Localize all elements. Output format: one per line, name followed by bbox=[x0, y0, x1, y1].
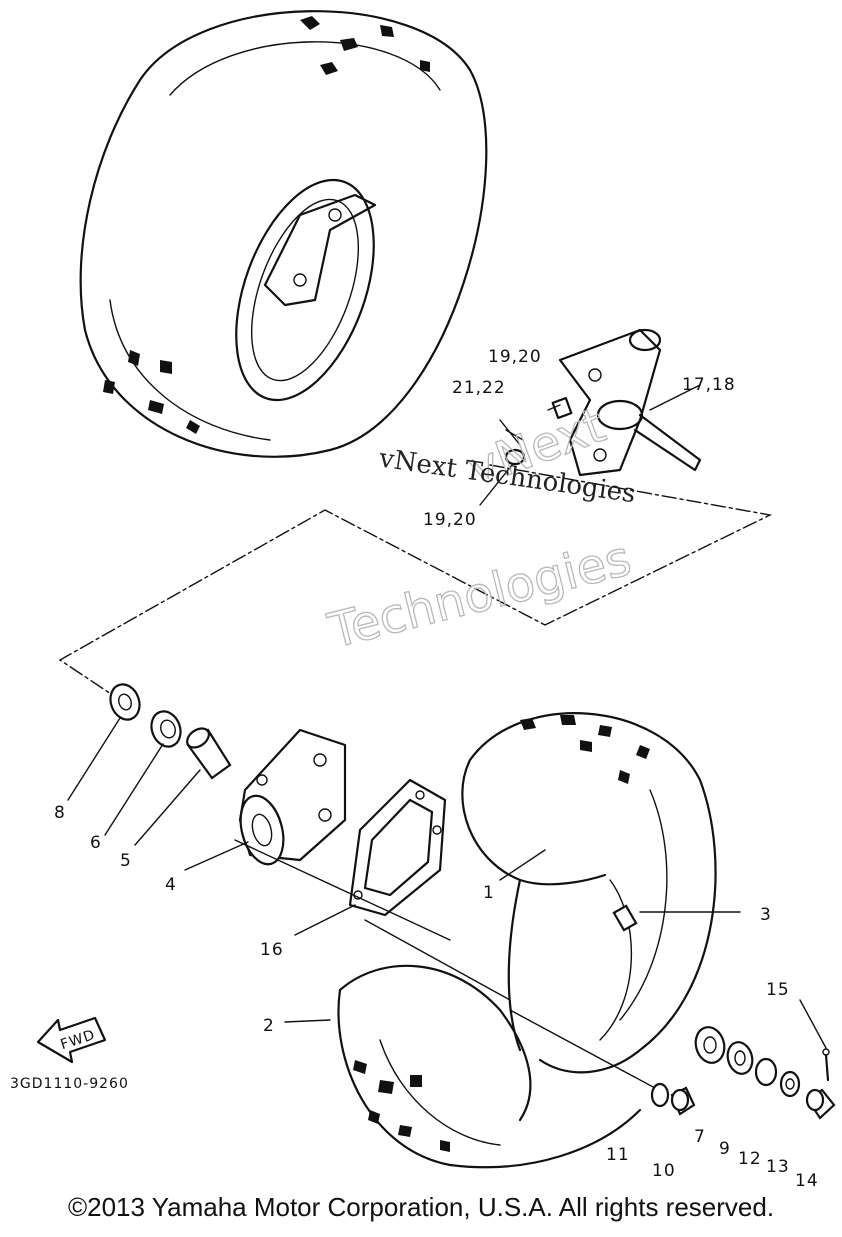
callout-11: 11 bbox=[606, 1145, 630, 1165]
callout-labels: 1 2 3 4 5 6 7 8 9 10 11 12 13 14 15 16 1… bbox=[54, 347, 819, 1191]
washer-11 bbox=[650, 1082, 670, 1108]
bearing-7 bbox=[694, 1026, 726, 1064]
assembly-axis-lines bbox=[234, 839, 669, 1096]
callout-19-20-top: 19,20 bbox=[488, 347, 542, 367]
callout-10: 10 bbox=[652, 1161, 676, 1181]
callout-19-20-bottom: 19,20 bbox=[423, 510, 477, 530]
callout-14: 14 bbox=[795, 1171, 819, 1191]
callout-13: 13 bbox=[766, 1157, 790, 1177]
watermark-word-technologies: Technologies bbox=[323, 530, 637, 659]
part-code: 3GD1110-9260 bbox=[10, 1076, 129, 1092]
wheel-half-2 bbox=[337, 964, 642, 1169]
callout-9: 9 bbox=[719, 1139, 731, 1159]
callout-5: 5 bbox=[120, 851, 132, 871]
callout-21-22: 21,22 bbox=[452, 378, 506, 398]
callout-8: 8 bbox=[54, 803, 66, 823]
callout-2: 2 bbox=[263, 1016, 275, 1036]
oil-seal-6 bbox=[150, 710, 182, 748]
watermark: vNext Technologies vNext Technologies bbox=[322, 397, 637, 661]
callout-16: 16 bbox=[260, 940, 284, 960]
bearing-8 bbox=[109, 683, 141, 721]
washer-13 bbox=[779, 1070, 801, 1098]
leader-lines bbox=[67, 384, 827, 1049]
callout-17-18: 17,18 bbox=[682, 375, 736, 395]
callout-1: 1 bbox=[483, 883, 495, 903]
axle-nut-14 bbox=[805, 1088, 836, 1120]
upper-wheel-assembly bbox=[79, 10, 488, 458]
wheel-half-1 bbox=[461, 712, 717, 1074]
oil-seal-9 bbox=[726, 1041, 754, 1075]
steering-knuckle-assembly bbox=[499, 328, 702, 477]
copyright-notice: ©2013 Yamaha Motor Corporation, U.S.A. A… bbox=[67, 1192, 775, 1222]
spacer-5 bbox=[186, 727, 232, 780]
callout-7: 7 bbox=[694, 1127, 706, 1147]
hub-4 bbox=[238, 728, 347, 866]
axle-center-line bbox=[58, 464, 773, 701]
callout-6: 6 bbox=[90, 833, 102, 853]
callout-15: 15 bbox=[766, 980, 790, 1000]
nut-10 bbox=[670, 1086, 696, 1116]
cotter-pin-15 bbox=[822, 1048, 830, 1082]
callout-12: 12 bbox=[738, 1149, 762, 1169]
collar-12 bbox=[754, 1057, 778, 1087]
fwd-arrow-icon: FWD bbox=[36, 1016, 107, 1064]
gasket-plate-16 bbox=[348, 778, 447, 917]
callout-3: 3 bbox=[760, 905, 772, 925]
callout-4: 4 bbox=[165, 875, 177, 895]
